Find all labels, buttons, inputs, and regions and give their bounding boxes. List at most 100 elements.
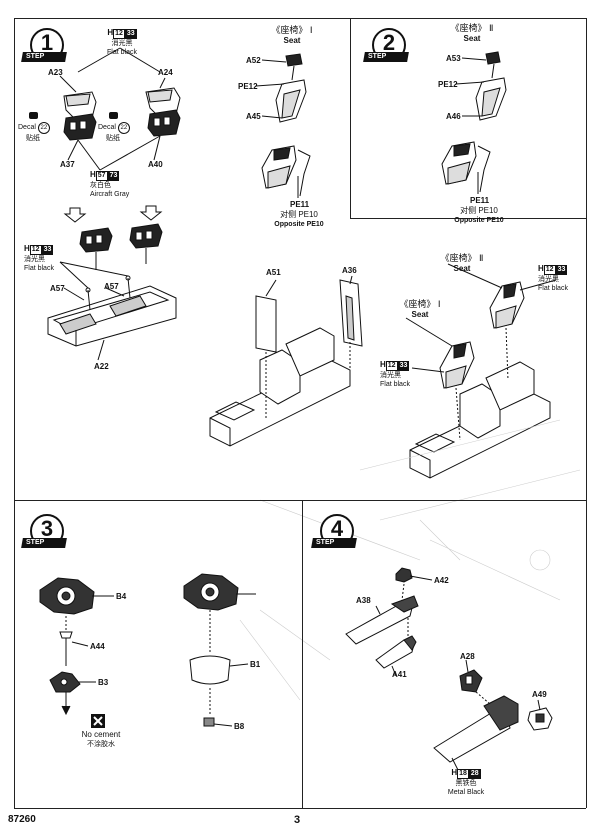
part-a36: A36 xyxy=(342,266,357,275)
opposite-cn: 对侧 PE10 xyxy=(280,210,318,219)
part-pe12: PE12 xyxy=(438,80,458,89)
decal-icon xyxy=(108,112,118,119)
paint-code-1: 18 xyxy=(457,769,469,779)
step1-seat-title: 《座椅》 Ⅰ Seat xyxy=(262,26,322,46)
paint-name-cn: 消光黑 xyxy=(380,372,401,379)
paint-code-2: 33 xyxy=(124,29,137,39)
opposite-en: Opposite PE10 xyxy=(454,217,504,224)
part-pe12: PE12 xyxy=(238,82,258,91)
step2-assy-seat1: 《座椅》 Ⅰ Seat xyxy=(390,300,450,320)
part-a44: A44 xyxy=(90,642,105,651)
part-a40: A40 xyxy=(148,160,163,169)
part-pe11: PE11 xyxy=(290,200,310,209)
part-a28: A28 xyxy=(460,652,475,661)
opposite-cn: 对侧 PE10 xyxy=(460,206,498,215)
step2-assy-seat2: 《座椅》 Ⅱ Seat xyxy=(432,254,492,274)
paint-code-2: 33 xyxy=(555,265,568,275)
part-a57-left: A57 xyxy=(50,284,65,293)
paint-name-en: Aircraft Gray xyxy=(90,191,130,198)
decal-cn: 贴纸 xyxy=(106,135,120,142)
paint-name-cn: 黑铁色 xyxy=(455,780,477,787)
paint-name-en: Flat black xyxy=(107,49,137,56)
paint-code-1: 12 xyxy=(543,265,556,275)
opposite-en: Opposite PE10 xyxy=(274,221,324,228)
part-a23: A23 xyxy=(48,68,63,77)
decal-label: Decal xyxy=(98,124,116,131)
part-b3: B3 xyxy=(98,678,109,687)
paint-name-en: Metal Black xyxy=(447,789,485,796)
step4-badge: 4 STEP xyxy=(311,514,358,550)
decal-left: Decal 22 贴纸 xyxy=(18,112,50,143)
paint-name-cn: 消光黑 xyxy=(24,256,45,263)
decal-number: 22 xyxy=(117,122,130,134)
part-b4: B4 xyxy=(116,592,127,601)
part-a49: A49 xyxy=(532,690,547,699)
paint-letter: H xyxy=(24,244,30,253)
step3-number: 3 xyxy=(40,516,54,541)
part-a46: A46 xyxy=(446,112,461,121)
no-cement-note: No cement 不涂胶水 xyxy=(74,730,128,749)
paint-code-2: 73 xyxy=(107,171,120,181)
no-cement-en: No cement xyxy=(81,730,121,739)
paint-letter: H xyxy=(538,264,544,273)
paint-name-en: Flat black xyxy=(24,265,54,272)
step2-seat-title: 《座椅》 Ⅱ Seat xyxy=(442,24,502,44)
step2-badge: 2 STEP xyxy=(363,28,410,64)
part-b1: B1 xyxy=(250,660,261,669)
frame-right xyxy=(586,18,587,808)
seat-title-en: Seat xyxy=(453,264,471,273)
paint-code-2: 33 xyxy=(397,361,410,371)
part-a37: A37 xyxy=(60,160,75,169)
step3-badge: 3 STEP xyxy=(21,514,68,550)
decal-cn: 贴纸 xyxy=(26,135,40,142)
part-b8: B8 xyxy=(234,722,245,731)
paint-code-1: 12 xyxy=(113,29,125,39)
part-a52: A52 xyxy=(246,56,261,65)
paint-code-1: 12 xyxy=(29,245,42,255)
vertical-divider-bottom xyxy=(302,500,303,808)
paint-letter: H xyxy=(107,28,114,37)
seat-title-en: Seat xyxy=(463,34,481,43)
part-a41: A41 xyxy=(392,670,407,679)
frame-bottom xyxy=(14,808,586,809)
step2-box-bottom xyxy=(350,218,586,219)
decal-label: Decal xyxy=(18,124,36,131)
step2-opposite: 对侧 PE10 Opposite PE10 xyxy=(444,206,514,225)
horizontal-divider xyxy=(14,500,586,501)
paint-code-1: 57 xyxy=(95,171,108,181)
seat-title-cn: 《座椅》 Ⅰ xyxy=(399,299,441,309)
step1-badge: 1 STEP xyxy=(21,28,68,64)
seat-title-en: Seat xyxy=(411,310,429,319)
step2-label: STEP xyxy=(368,53,387,60)
part-a42: A42 xyxy=(434,576,449,585)
paint-code-2: 33 xyxy=(41,245,54,255)
paint-name-cn: 灰白色 xyxy=(90,182,111,189)
paint-name-cn: 消光黑 xyxy=(111,40,133,47)
paint-letter: H xyxy=(451,768,458,777)
no-cement-cn: 不涂胶水 xyxy=(87,741,115,748)
paint-code-2: 28 xyxy=(468,769,481,779)
part-a57-right: A57 xyxy=(104,282,119,291)
part-a51: A51 xyxy=(266,268,281,277)
step1-label: STEP xyxy=(26,53,45,60)
paint-name-en: Flat black xyxy=(380,381,410,388)
paint-code-1: 12 xyxy=(385,361,398,371)
step4-label: STEP xyxy=(316,539,335,546)
step3-label: STEP xyxy=(26,539,45,546)
step1-opposite: 对侧 PE10 Opposite PE10 xyxy=(264,210,334,229)
frame-top xyxy=(14,18,586,19)
seat-title-cn: 《座椅》 Ⅰ xyxy=(271,25,313,35)
seat-title-en: Seat xyxy=(283,36,301,45)
paint-name-cn: 消光黑 xyxy=(538,276,559,283)
part-a22: A22 xyxy=(94,362,109,371)
seat-title-cn: 《座椅》 Ⅱ xyxy=(450,23,494,33)
paint-letter: H xyxy=(380,360,386,369)
paint-letter: H xyxy=(90,170,96,179)
